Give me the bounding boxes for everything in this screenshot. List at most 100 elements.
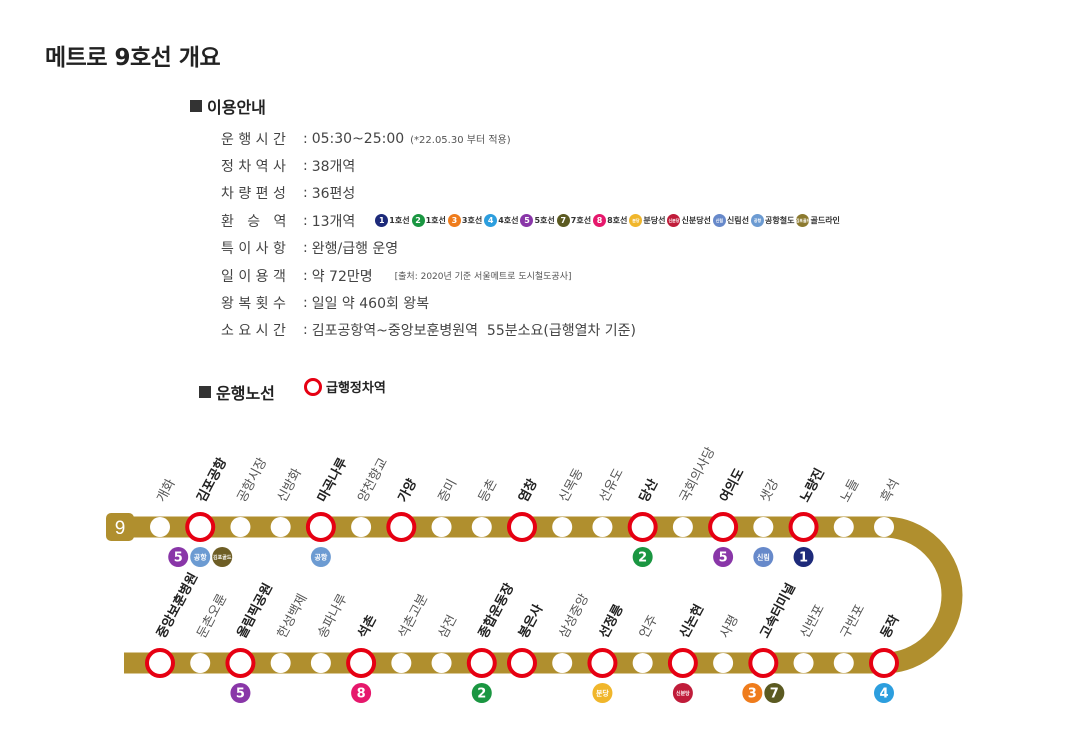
station-name: 신반포 <box>798 602 828 641</box>
station-name: 동작 <box>877 612 902 641</box>
express-station-marker[interactable] <box>305 512 336 542</box>
express-station-marker[interactable] <box>507 512 537 542</box>
station-name: 둔촌오륜 <box>195 592 231 641</box>
transfer-badge-label: 4 <box>879 687 888 702</box>
station-name: 올림픽공원 <box>234 581 276 641</box>
info-row-stations: 정 차 역 사: 38개역 <box>221 158 356 176</box>
express-station-marker[interactable] <box>667 648 698 678</box>
station-name: 삼전 <box>436 613 460 641</box>
line-badge-icon: 신분당 <box>667 214 681 228</box>
express-station-marker[interactable] <box>627 512 658 542</box>
station-name: 증미 <box>436 477 460 505</box>
page-title: 메트로 9호선 개요 <box>45 45 221 71</box>
express-station-marker[interactable] <box>346 648 377 678</box>
station-express[interactable]: 동작 4 <box>869 612 903 703</box>
station-marker[interactable] <box>150 517 170 537</box>
transfer-badge-icon <box>212 547 233 567</box>
transfer-badge-label: 1 <box>799 551 808 566</box>
station-marker[interactable] <box>310 653 331 673</box>
line-badge-icon: 7 <box>556 214 570 228</box>
station-marker[interactable] <box>190 653 211 673</box>
station-express[interactable]: 염창 <box>507 476 541 542</box>
station-marker[interactable] <box>431 653 452 673</box>
express-station-marker[interactable] <box>788 512 819 542</box>
station-marker[interactable] <box>230 517 251 537</box>
line-label: 8호선 <box>607 216 628 226</box>
express-station-marker[interactable] <box>466 648 497 678</box>
station-marker[interactable] <box>632 653 653 673</box>
express-station-marker[interactable] <box>507 648 537 678</box>
info-value: 약 72만명 <box>311 268 373 285</box>
transfer-badge-icon <box>632 547 653 567</box>
station-marker[interactable] <box>833 517 854 537</box>
line-label: 3호선 <box>461 216 483 226</box>
line-badge-icon: 신림 <box>712 214 726 228</box>
station-marker[interactable] <box>833 653 854 673</box>
line-label: 공항철도 <box>765 216 795 226</box>
transfer-badge-icon <box>713 547 734 567</box>
station-marker[interactable] <box>552 517 573 537</box>
express-station-marker[interactable] <box>587 648 618 678</box>
route-heading: 운행노선 <box>199 380 275 404</box>
express-station-marker[interactable] <box>748 648 779 678</box>
info-heading-text: 이용안내 <box>207 98 266 117</box>
station-local[interactable]: 증미 <box>431 477 461 537</box>
line-9-track <box>118 516 963 674</box>
transfer-badge-label: 신림 <box>757 553 770 562</box>
info-value: 36편성 <box>311 186 356 203</box>
station-name: 석촌 <box>355 613 379 641</box>
info-label: 특 이 사 항 <box>221 241 286 258</box>
station-name: 송파나루 <box>315 592 351 641</box>
transfer-badge-icon <box>874 683 894 703</box>
express-station-marker[interactable] <box>225 648 256 678</box>
station-marker[interactable] <box>391 653 412 673</box>
station-express[interactable]: 당산2 <box>627 476 662 567</box>
station-marker[interactable] <box>351 517 372 537</box>
express-station-marker[interactable] <box>708 512 739 542</box>
transfer-badge-icon <box>764 683 785 703</box>
station-express[interactable]: 석촌8 <box>346 613 380 703</box>
station-marker[interactable] <box>552 653 573 673</box>
line-badge-icon: 2 <box>411 214 425 228</box>
line-badge-icon: 분당 <box>629 214 643 228</box>
station-marker[interactable] <box>270 517 291 537</box>
station-marker[interactable] <box>270 653 291 673</box>
info-list: 운 행 시 간: 05:30~25:00 (*22.05.30 부터 적용) 정… <box>221 125 842 344</box>
station-marker[interactable] <box>793 653 814 673</box>
station-marker[interactable] <box>672 517 693 537</box>
station-express[interactable]: 가양 <box>386 477 420 542</box>
transfer-badge-label: 신분당 <box>676 690 690 697</box>
line-badge-icon: 김포골드 <box>796 214 810 228</box>
station-marker[interactable] <box>471 517 492 537</box>
express-station-marker[interactable] <box>386 512 417 542</box>
station-marker[interactable] <box>592 517 613 537</box>
station-marker[interactable] <box>753 517 774 537</box>
express-station-marker[interactable] <box>869 648 899 678</box>
express-station-marker[interactable] <box>145 648 175 678</box>
station-marker[interactable] <box>431 517 452 537</box>
station-marker[interactable] <box>874 517 894 537</box>
transfer-badge-icon <box>471 683 492 703</box>
station-name: 구반포 <box>838 602 868 641</box>
transfer-badge-label: 분당 <box>596 689 609 698</box>
transfer-badge-icon <box>742 683 763 703</box>
express-station-marker[interactable] <box>185 512 216 542</box>
station-marker[interactable] <box>713 653 734 673</box>
station-name: 김포공항 <box>194 455 231 505</box>
station-name: 사평 <box>717 613 741 641</box>
